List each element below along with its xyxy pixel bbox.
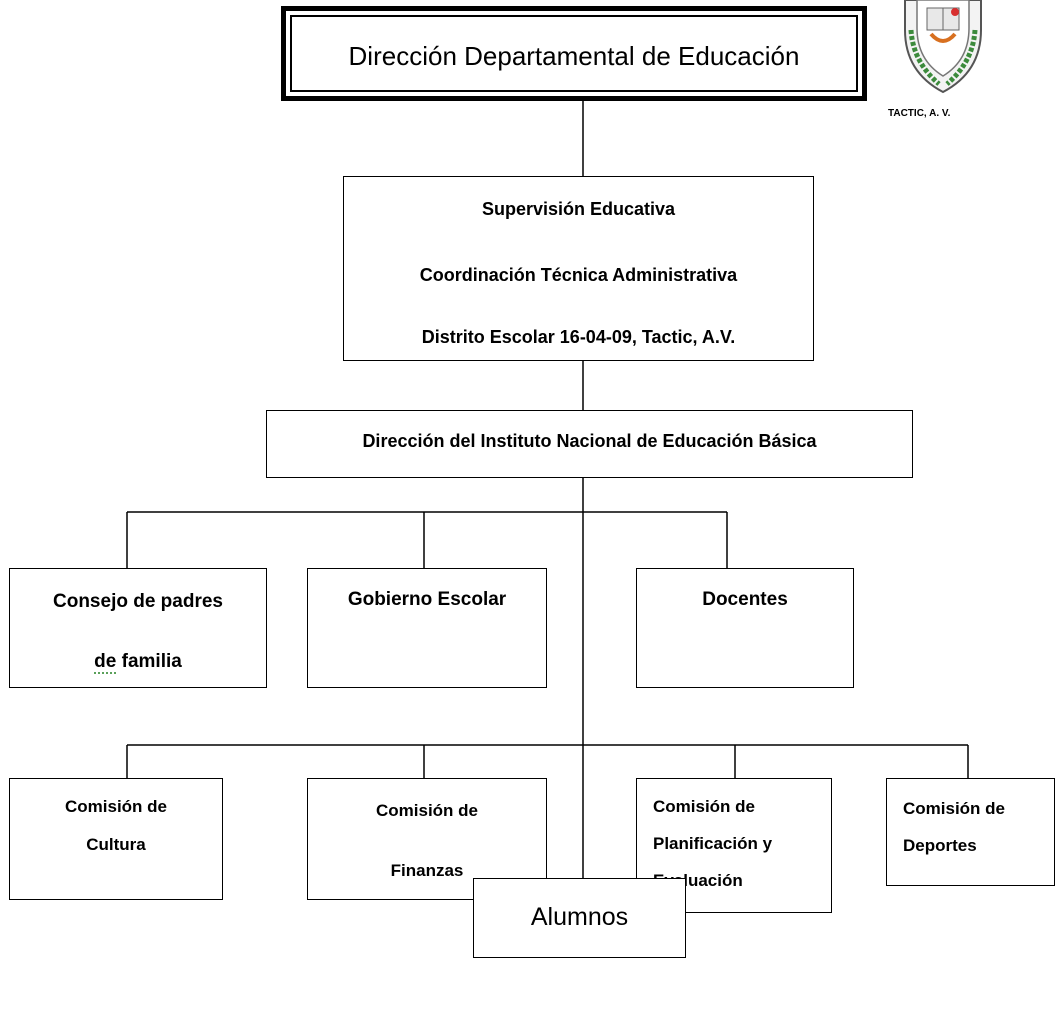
supervision-line3: Distrito Escolar 16-04-09, Tactic, A.V. xyxy=(421,327,736,347)
comision-planificacion-line2: Planificación y xyxy=(653,834,773,853)
comision-cultura-box: Comisión de Cultura xyxy=(9,778,223,900)
docentes-box: Docentes xyxy=(636,568,854,688)
docentes-text: Docentes xyxy=(702,589,788,610)
supervision-line1: Supervisión Educativa xyxy=(481,199,676,219)
comision-planificacion-line1: Comisión de xyxy=(653,797,756,816)
consejo-line2-de: de xyxy=(94,651,117,674)
comision-deportes-line1: Comisión de xyxy=(903,799,1006,818)
gobierno-box: Gobierno Escolar xyxy=(307,568,547,688)
comision-finanzas-line1: Comisión de xyxy=(375,801,478,820)
direccion-instituto-box: Dirección del Instituto Nacional de Educ… xyxy=(266,410,913,478)
comision-deportes-box: Comisión de Deportes xyxy=(886,778,1055,886)
title-text: Dirección Departamental de Educación xyxy=(348,41,800,71)
consejo-line1: Consejo de padres xyxy=(53,591,223,612)
supervision-line2: Coordinación Técnica Administrativa xyxy=(419,265,738,285)
consejo-line2: de familia xyxy=(10,651,266,674)
title-box: Dirección Departamental de Educación xyxy=(281,6,867,101)
consejo-box: Consejo de padres de familia xyxy=(9,568,267,688)
comision-cultura-line2: Cultura xyxy=(86,835,146,854)
comision-cultura-line1: Comisión de xyxy=(64,797,167,816)
school-crest-logo: TACTIC, A. V. xyxy=(883,0,1003,125)
alumnos-box: Alumnos xyxy=(473,878,686,958)
school-crest-icon xyxy=(904,0,982,94)
consejo-line2-familia: familia xyxy=(116,651,182,672)
gobierno-text: Gobierno Escolar xyxy=(347,589,507,610)
direccion-instituto-text: Dirección del Instituto Nacional de Educ… xyxy=(362,431,817,451)
alumnos-text: Alumnos xyxy=(530,903,629,931)
comision-finanzas-line2: Finanzas xyxy=(390,861,464,880)
supervision-box: Supervisión Educativa Coordinación Técni… xyxy=(343,176,814,361)
logo-caption: TACTIC, A. V. xyxy=(888,108,951,119)
comision-deportes-line2: Deportes xyxy=(903,836,977,855)
